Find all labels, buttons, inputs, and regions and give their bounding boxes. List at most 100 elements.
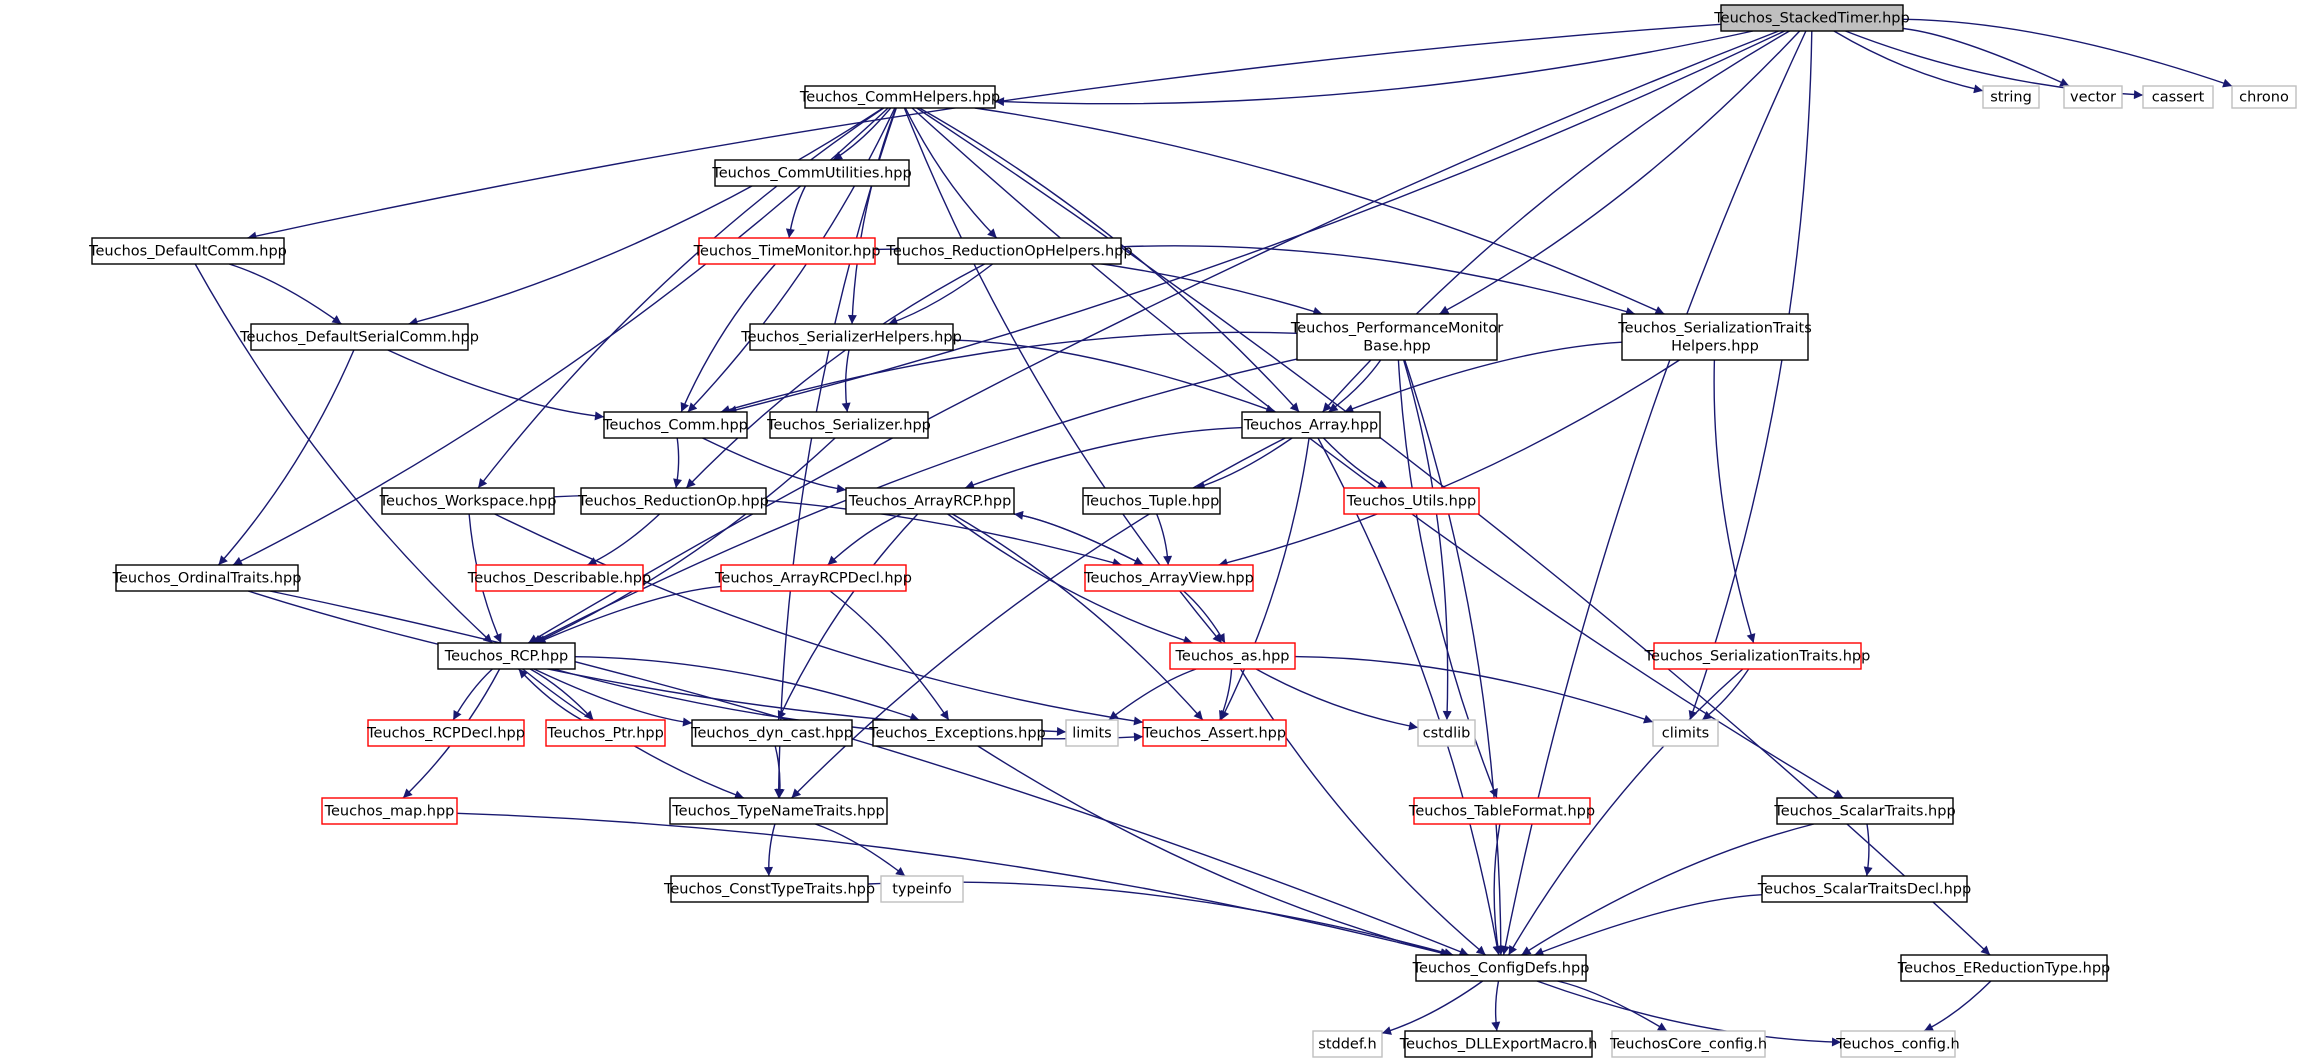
edge-defaultcomm-to-rcp [194, 263, 493, 644]
node-ereductiontype[interactable]: Teuchos_EReductionType.hpp [1897, 954, 2111, 982]
node-box-reductionophelpers [897, 237, 1122, 265]
node-array[interactable]: Teuchos_Array.hpp [1241, 411, 1381, 439]
node-label-arrayrcpdecl: Teuchos_ArrayRCPDecl.hpp [714, 571, 912, 587]
node-climits: climits [1652, 719, 1719, 747]
edge-stackedtimer-to-commhelpers [994, 30, 1754, 107]
edge-configdefs-to-dllexportmacro [1491, 980, 1501, 1032]
node-scalartraits[interactable]: Teuchos_ScalarTraits.hpp [1773, 797, 1956, 825]
node-label-assert: Teuchos_Assert.hpp [1142, 726, 1286, 742]
edge-defaultserialcomm-to-comm [387, 349, 605, 421]
edge-as-to-configdefs [1239, 668, 1487, 956]
edge-array-to-typenametraits [791, 437, 1286, 799]
node-arrayview[interactable]: Teuchos_ArrayView.hpp [1083, 564, 1254, 592]
node-reductionophelpers[interactable]: Teuchos_ReductionOpHelpers.hpp [885, 237, 1133, 265]
node-box-cstdlib [1417, 719, 1476, 747]
node-dllexportmacro[interactable]: Teuchos_DLLExportMacro.h [1399, 1030, 1598, 1058]
node-label-rcpdecl: Teuchos_RCPDecl.hpp [366, 726, 525, 742]
node-ptr[interactable]: Teuchos_Ptr.hpp [545, 719, 666, 747]
node-arrayrcp[interactable]: Teuchos_ArrayRCP.hpp [845, 487, 1015, 515]
node-box-vector [2063, 85, 2123, 109]
node-box-climits [1652, 719, 1719, 747]
edge-stackedtimer-to-climits [1688, 30, 1813, 721]
edge-serializationtraitshelpers-to-serializationtraits [1713, 359, 1756, 644]
node-scalartraitsdecl[interactable]: Teuchos_ScalarTraitsDecl.hpp [1757, 875, 1971, 903]
node-serializerhelpers[interactable]: Teuchos_SerializerHelpers.hpp [740, 323, 962, 351]
node-vector: vector [2063, 85, 2123, 109]
edge-perfmonitorbase-to-comm [720, 331, 1298, 414]
edge-serializationtraits-to-climits [1701, 668, 1750, 721]
node-box-reductionop [580, 487, 767, 515]
node-ordinaltraits[interactable]: Teuchos_OrdinalTraits.hpp [112, 564, 302, 592]
node-label-exceptions: Teuchos_Exceptions.hpp [868, 726, 1045, 742]
node-box-consttypetraits [670, 875, 869, 903]
node-label-tuple: Teuchos_Tuple.hpp [1083, 494, 1220, 510]
node-commhelpers[interactable]: Teuchos_CommHelpers.hpp [799, 85, 1000, 109]
edge-commhelpers-to-workspace [477, 107, 885, 489]
node-tableformat[interactable]: Teuchos_TableFormat.hpp [1408, 797, 1595, 825]
node-assert[interactable]: Teuchos_Assert.hpp [1142, 719, 1287, 747]
node-box-defaultcomm [91, 237, 285, 265]
node-box-configdefs [1415, 954, 1587, 982]
node-as[interactable]: Teuchos_as.hpp [1169, 642, 1296, 670]
edge-arrayview-to-as [1183, 590, 1226, 644]
edge-serializerhelpers-to-serializer [841, 349, 851, 413]
node-label-cassert: cassert [2152, 90, 2205, 106]
node-box-string [1982, 85, 2040, 109]
node-reductionop[interactable]: Teuchos_ReductionOp.hpp [577, 487, 769, 515]
node-commutilities[interactable]: Teuchos_CommUtilities.hpp [711, 159, 912, 187]
node-label-limits: limits [1072, 726, 1111, 742]
node-serializationtraits[interactable]: Teuchos_SerializationTraits.hpp [1644, 642, 1871, 670]
edge-as-to-assert [1219, 668, 1233, 721]
node-box-ordinaltraits [115, 564, 299, 592]
node-stddef: stddef.h [1312, 1030, 1383, 1058]
node-rcpdecl[interactable]: Teuchos_RCPDecl.hpp [366, 719, 525, 747]
edge-commhelpers-to-scalartraits [911, 107, 1844, 799]
edge-defaultserialcomm-to-ordinaltraits [217, 349, 355, 566]
node-box-commhelpers [804, 85, 996, 109]
node-label-vector: vector [2070, 90, 2116, 106]
node-consttypetraits[interactable]: Teuchos_ConstTypeTraits.hpp [663, 875, 875, 903]
node-serializer[interactable]: Teuchos_Serializer.hpp [766, 411, 931, 439]
node-workspace[interactable]: Teuchos_Workspace.hpp [379, 487, 557, 515]
node-label-stackedtimer: Teuchos_StackedTimer.hpp [1713, 11, 1909, 27]
node-label-commutilities: Teuchos_CommUtilities.hpp [711, 166, 911, 182]
node-configdefs[interactable]: Teuchos_ConfigDefs.hpp [1412, 954, 1590, 982]
node-typenametraits[interactable]: Teuchos_TypeNameTraits.hpp [669, 797, 888, 825]
node-label-serializationtraitshelpers: Helpers.hpp [1671, 339, 1759, 355]
edge-serializationtraits-to-configdefs [1507, 668, 1744, 956]
edge-ereductiontype-to-config [1923, 980, 1992, 1032]
edge-commhelpers-to-comm [687, 107, 896, 413]
node-describable[interactable]: Teuchos_Describable.hpp [467, 564, 651, 592]
edge-reductionophelpers-to-reductionop [685, 263, 985, 489]
edge-reductionophelpers-to-serializationtraitshelpers [1120, 245, 1636, 316]
node-rcp[interactable]: Teuchos_RCP.hpp [437, 642, 576, 670]
node-timemonitor[interactable]: Teuchos_TimeMonitor.hpp [693, 237, 881, 265]
node-defaultserialcomm[interactable]: Teuchos_DefaultSerialComm.hpp [239, 323, 479, 351]
node-tuple[interactable]: Teuchos_Tuple.hpp [1082, 487, 1221, 515]
node-map[interactable]: Teuchos_map.hpp [321, 797, 458, 825]
node-defaultcomm[interactable]: Teuchos_DefaultComm.hpp [88, 237, 287, 265]
edge-commhelpers-to-serializationtraitshelpers [974, 107, 1665, 315]
edge-tuple-to-arrayview [1156, 513, 1173, 566]
node-typeinfo: typeinfo [880, 875, 964, 903]
node-box-array [1241, 411, 1381, 439]
node-label-consttypetraits: Teuchos_ConstTypeTraits.hpp [663, 882, 875, 898]
node-label-serializationtraits: Teuchos_SerializationTraits.hpp [1644, 649, 1871, 665]
node-exceptions[interactable]: Teuchos_Exceptions.hpp [868, 719, 1046, 747]
node-label-serializationtraitshelpers: Teuchos_SerializationTraits [1617, 321, 1812, 337]
node-comm[interactable]: Teuchos_Comm.hpp [602, 411, 748, 439]
node-utils[interactable]: Teuchos_Utils.hpp [1343, 487, 1480, 515]
node-box-comm [603, 411, 748, 439]
node-arrayrcpdecl[interactable]: Teuchos_ArrayRCPDecl.hpp [714, 564, 912, 592]
node-label-arrayview: Teuchos_ArrayView.hpp [1083, 571, 1254, 587]
node-box-dyncast [691, 719, 853, 747]
edge-stackedtimer-to-perfmonitorbase [1439, 30, 1801, 315]
edge-arrayview-to-arrayrcp [1013, 510, 1144, 566]
edge-commhelpers-to-serializerhelpers [847, 107, 897, 325]
node-stackedtimer[interactable]: Teuchos_StackedTimer.hpp [1713, 4, 1910, 32]
node-box-arrayview [1084, 564, 1254, 592]
node-dyncast[interactable]: Teuchos_dyn_cast.hpp [690, 719, 853, 747]
node-label-commhelpers: Teuchos_CommHelpers.hpp [799, 90, 1000, 106]
